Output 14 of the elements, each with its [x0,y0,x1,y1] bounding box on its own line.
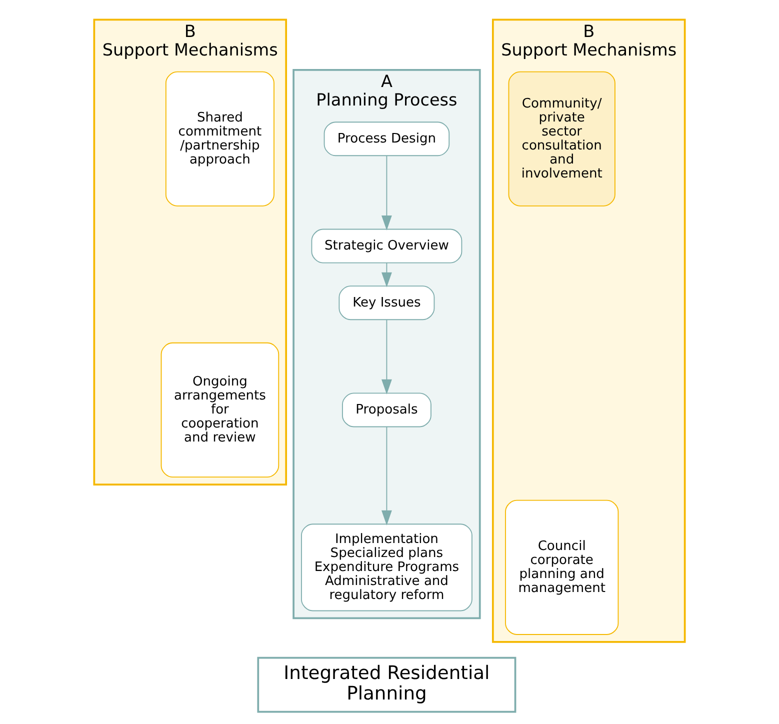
node-box: Proposals [342,392,432,428]
arrow [381,426,392,526]
node-box: Process Design [324,122,450,156]
node-box: Integrated Residential Planning [257,656,516,713]
node-box: Ongoing arrangements for cooperation and review [160,342,280,478]
node-box: Community/ private sector consultation and involvement [508,71,616,206]
arrow [381,262,392,288]
node-box: Strategic Overview [311,228,462,264]
node-box: Shared commitment /partnership approach [165,71,274,206]
arrow [381,155,392,230]
arrow [381,319,392,394]
node-box: Council corporate planning and management [505,500,619,635]
node-box: Key Issues [338,286,435,320]
node-box: Implementation Specialized plans Expenditure Programs Administrative and regulatory reform [301,524,472,612]
